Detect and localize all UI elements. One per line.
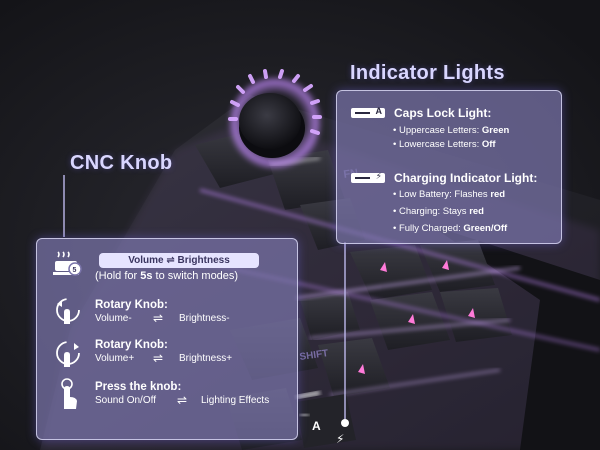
volume-brightness-mode-pill: Volume ⇌ Brightness (99, 253, 259, 268)
rotary-knob-2-title: Rotary Knob: (95, 339, 168, 351)
charging-line-full: • Fully Charged: Green/Off (393, 223, 508, 234)
svg-text:5: 5 (73, 267, 77, 274)
press-knob-icon (61, 378, 77, 409)
cnc-knob-heading: CNC Knob (70, 152, 173, 174)
charging-row: ⚡ Charging Indicator Light: (351, 171, 537, 185)
charging-title: Charging Indicator Light: (394, 171, 538, 185)
caps-key-icon: A (351, 106, 385, 118)
cnc-knob-photo (227, 69, 323, 171)
charging-line-charging: • Charging: Stays red (393, 206, 484, 217)
caps-line-uppercase: • Uppercase Letters: Green (393, 125, 510, 136)
hold-instruction: (Hold for 5s to switch modes) (95, 270, 239, 282)
callout-lines (63, 175, 346, 420)
knob-mode-switch-icon: 5 (53, 251, 82, 276)
charging-line-low: • Low Battery: Flashes red (393, 189, 506, 200)
caps-lock-title: Caps Lock Light: (394, 106, 492, 120)
press-knob-actions: Sound On/Off ⇌ Lighting Effects (95, 393, 270, 407)
rotary-knob-2-actions: Volume+ ⇌ Brightness+ (95, 351, 233, 365)
rotate-clockwise-icon (56, 341, 80, 367)
rotate-counterclockwise-icon (56, 298, 80, 324)
indicator-key-bolt-legend: ⚡ (336, 432, 344, 446)
cnc-knob-panel: 5 Volume ⇌ Brightness (Hold for 5s to sw… (36, 238, 298, 440)
rotary-knob-1-actions: Volume- ⇌ Brightness- (95, 311, 230, 325)
indicator-lights-panel: A Caps Lock Light: • Uppercase Letters: … (336, 90, 562, 244)
caps-line-lowercase: • Lowercase Letters: Off (393, 139, 496, 150)
caps-lock-row: A Caps Lock Light: (351, 106, 491, 120)
callout-dot-indicator (341, 419, 349, 427)
rotary-knob-1-title: Rotary Knob: (95, 299, 168, 311)
charging-key-icon: ⚡ (351, 171, 385, 183)
indicator-lights-heading: Indicator Lights (350, 62, 505, 84)
front-indicator-keys: A ⚡ (296, 390, 356, 448)
keycap-legend-shift: SHIFT (299, 348, 329, 363)
press-knob-title: Press the knob: (95, 381, 182, 393)
indicator-key-caps-legend: A (312, 419, 321, 433)
